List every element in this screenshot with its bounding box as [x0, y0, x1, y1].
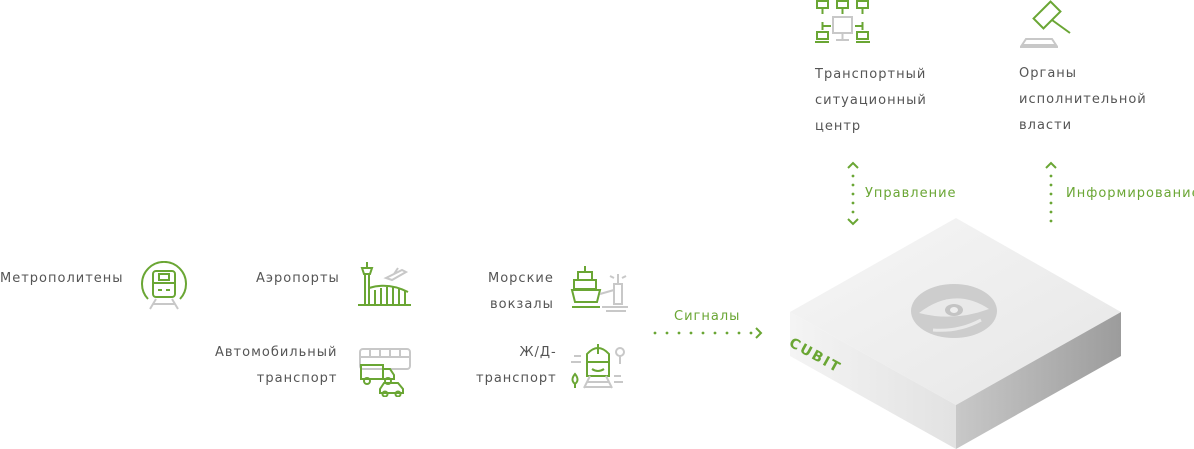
control-flow-arrow	[845, 160, 861, 228]
network-icon	[815, 0, 873, 46]
auto-label-line2: транспорт	[256, 371, 338, 386]
tsc-label-line2: ситуационный	[815, 93, 927, 108]
bus-truck-car-icon	[358, 347, 414, 397]
metro-train-icon	[138, 261, 190, 311]
tsc-label: Транспортный ситуационный центр	[815, 62, 927, 140]
airport-icon	[356, 260, 412, 308]
control-label: Управление	[865, 186, 957, 201]
tsc-label-line1: Транспортный	[815, 67, 927, 82]
metro-label: Метрополитены	[0, 271, 124, 286]
gov-label-line2: исполнительной	[1019, 92, 1147, 107]
sea-label-line2: вокзалы	[489, 297, 554, 312]
inform-label: Информирование	[1066, 186, 1194, 201]
locomotive-icon	[568, 340, 628, 392]
sea-label-line1: Морские	[488, 271, 554, 286]
rail-label-line2: транспорт	[476, 371, 557, 386]
signals-flow-arrow	[652, 325, 766, 341]
tsc-label-line3: центр	[815, 119, 862, 134]
gov-label-line3: власти	[1019, 118, 1073, 133]
auto-label-line1: Автомобильный	[215, 345, 338, 360]
eye-logo-icon	[909, 282, 999, 340]
sea-label: Морские вокзалы	[488, 266, 554, 318]
inform-flow-arrow	[1043, 160, 1059, 228]
rail-label: Ж/Д- транспорт	[476, 340, 557, 392]
signals-label: Сигналы	[674, 309, 741, 324]
rail-label-line1: Ж/Д-	[519, 345, 557, 360]
airports-label: Аэропорты	[256, 271, 340, 286]
gov-label-line1: Органы	[1019, 66, 1078, 81]
gov-label: Органы исполнительной власти	[1019, 61, 1147, 139]
ship-icon	[570, 264, 630, 314]
gavel-icon	[1018, 0, 1074, 50]
auto-label: Автомобильный транспорт	[215, 340, 338, 392]
